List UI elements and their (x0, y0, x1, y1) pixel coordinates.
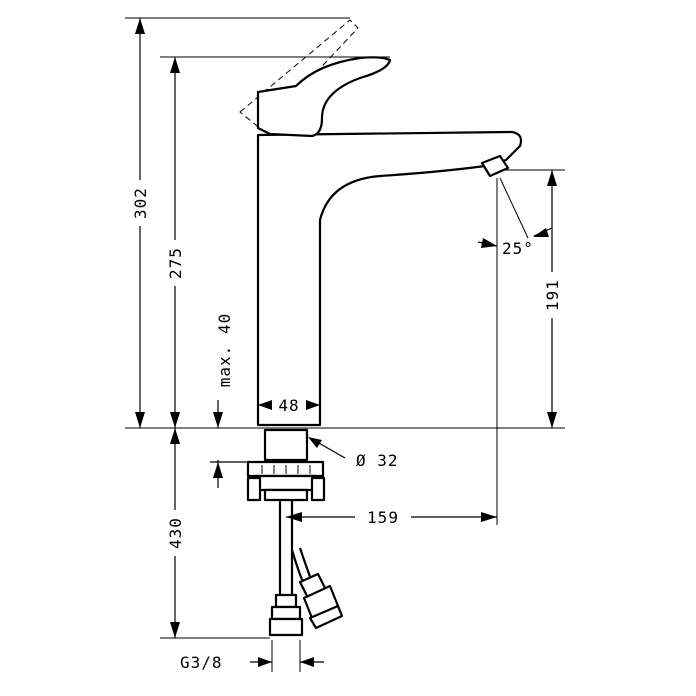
dim-base-width: 48 (258, 396, 320, 416)
dim-outlet-height: 191 (540, 170, 564, 428)
spout-height-label: 275 (166, 247, 185, 279)
lever-handle (256, 56, 392, 138)
aerator (480, 154, 510, 178)
lever-open-position (239, 19, 359, 131)
dim-total-height: 302 (128, 18, 152, 428)
dim-hose-length: 430 (163, 428, 187, 638)
dim-base-diameter: Ø 32 (308, 437, 399, 470)
dim-max-thickness: max. 40 (210, 313, 248, 488)
dim-spout-reach: 159 (286, 507, 497, 527)
extension-lines (125, 17, 565, 639)
supply-hose-vertical (268, 500, 304, 637)
dim-outlet-angle: 25° (477, 177, 553, 258)
base-width-label: 48 (278, 396, 299, 415)
outlet-angle-label: 25° (502, 239, 534, 258)
spout-and-column (256, 130, 523, 427)
outlet-height-label: 191 (543, 279, 562, 311)
hose-length-label: 430 (166, 517, 185, 549)
spout-reach-label: 159 (367, 508, 399, 527)
thread-label: G3/8 (180, 653, 223, 672)
fixing-nut (246, 460, 326, 502)
supply-hose-angled (290, 547, 344, 630)
total-height-label: 302 (131, 187, 150, 219)
faucet-body (239, 19, 523, 637)
max-thickness-label: max. 40 (215, 313, 234, 387)
dim-spout-height: 275 (163, 57, 187, 428)
base-diameter-label: Ø 32 (356, 451, 399, 470)
base-connector (263, 428, 309, 462)
dim-thread: G3/8 (180, 640, 324, 672)
